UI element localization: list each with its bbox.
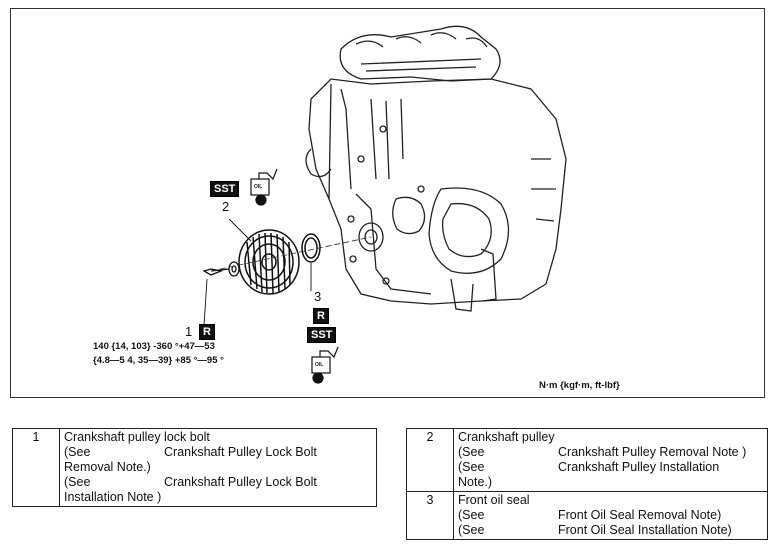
reference-continuation: Installation Note ): [64, 490, 162, 504]
reference-link[interactable]: Front Oil Seal Removal Note): [558, 508, 722, 522]
oil-can-icon: [311, 346, 339, 384]
oil-icon-label: OIL: [315, 362, 324, 368]
see-label: (See: [64, 475, 91, 489]
part-number: 1: [12, 428, 60, 507]
see-label: (See: [458, 460, 485, 474]
torque-spec-line-2: {4.8—5 4, 35—39} +85 °—95 °: [93, 355, 224, 366]
exploded-view-figure: 2 3 1 SST R R SST OIL OIL 140 {14, 103} …: [10, 8, 765, 398]
reference-line: (See Front Oil Seal Installation Note): [458, 523, 763, 538]
torque-spec-line-1: 140 {14, 103} -360 °+47—53: [93, 341, 215, 352]
part-name: Crankshaft pulley lock bolt: [64, 430, 210, 444]
oil-icon-label: OIL: [254, 184, 263, 190]
part-name: Crankshaft pulley: [458, 430, 555, 444]
oil-can-icon: [250, 168, 278, 206]
crankshaft-pulley-drawing: [238, 229, 300, 295]
part-name: Front oil seal: [458, 493, 530, 507]
reference-line: (See Crankshaft Pulley Removal Note ): [458, 445, 763, 460]
reference-line: (See Front Oil Seal Removal Note): [458, 508, 763, 523]
replace-badge: R: [313, 308, 329, 324]
part-description: Crankshaft pulley (See Crankshaft Pulley…: [453, 428, 768, 492]
reference-line: (See Crankshaft Pulley Lock Bolt: [64, 445, 372, 460]
part-number: 3: [406, 491, 454, 540]
torque-units: N·m {kgf·m, ft-lbf}: [539, 380, 620, 391]
reference-link[interactable]: Crankshaft Pulley Lock Bolt: [164, 445, 317, 459]
sst-badge: SST: [210, 181, 240, 197]
front-oil-seal-drawing: [301, 233, 321, 263]
see-label: (See: [458, 445, 485, 459]
engine-block-drawing: [305, 25, 567, 312]
see-label: (See: [458, 523, 485, 537]
table-row: 2 Crankshaft pulley (See Crankshaft Pull…: [406, 428, 768, 492]
replace-badge: R: [199, 324, 215, 340]
reference-line: (See Crankshaft Pulley Lock Bolt: [64, 475, 372, 490]
reference-link[interactable]: Crankshaft Pulley Installation: [558, 460, 720, 474]
part-description: Crankshaft pulley lock bolt (See Cranksh…: [59, 428, 377, 507]
parts-table-left: 1 Crankshaft pulley lock bolt (See Crank…: [12, 428, 377, 507]
part-description: Front oil seal (See Front Oil Seal Remov…: [453, 491, 768, 540]
see-label: (See: [64, 445, 91, 459]
callout-3: 3: [314, 289, 322, 304]
table-row: 1 Crankshaft pulley lock bolt (See Crank…: [12, 428, 377, 507]
reference-line: (See Crankshaft Pulley Installation: [458, 460, 763, 475]
part-number: 2: [406, 428, 454, 492]
see-label: (See: [458, 508, 485, 522]
reference-link[interactable]: Crankshaft Pulley Removal Note ): [558, 445, 747, 459]
reference-continuation: Removal Note.): [64, 460, 151, 474]
callout-2: 2: [222, 199, 230, 214]
table-row: 3 Front oil seal (See Front Oil Seal Rem…: [406, 491, 768, 540]
callout-1: 1: [185, 324, 193, 339]
engine-illustration: [202, 25, 567, 384]
reference-continuation: Note.): [458, 475, 493, 489]
sst-badge: SST: [307, 327, 337, 343]
parts-table-right: 2 Crankshaft pulley (See Crankshaft Pull…: [406, 428, 768, 540]
reference-link[interactable]: Crankshaft Pulley Lock Bolt: [164, 475, 317, 489]
reference-link[interactable]: Front Oil Seal Installation Note): [558, 523, 732, 537]
